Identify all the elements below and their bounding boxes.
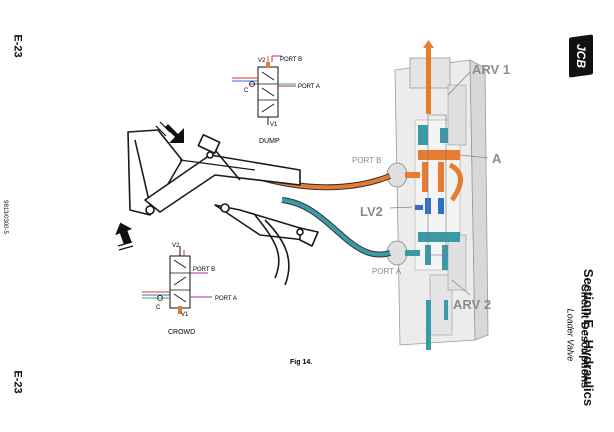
dump-c-label: C — [244, 88, 249, 94]
crowd-port-a-label: PORT A — [215, 296, 237, 302]
valve-port-a-label: PORT A — [372, 267, 402, 276]
lv2-label: LV2 — [360, 204, 383, 219]
figure-caption: Fig 14. — [290, 359, 312, 366]
arv2-label: ARV 2 — [453, 297, 491, 312]
crowd-v1-label: V1 — [181, 312, 189, 318]
crowd-title: CROWD — [168, 329, 195, 336]
dump-spool-schematic — [232, 55, 296, 125]
crowd-spool-schematic — [142, 246, 212, 314]
dump-port-b-label: PORT B — [280, 57, 302, 63]
crowd-v2-label: V2 — [172, 243, 180, 249]
dump-port-a-label: PORT A — [298, 84, 320, 90]
dump-v1-label: V1 — [270, 122, 278, 128]
dump-title: DUMP — [259, 138, 280, 145]
loader-valve-block — [386, 40, 489, 350]
loader-arm-illustration — [127, 129, 319, 286]
motion-arrow-dump — [155, 121, 184, 143]
dump-v2-label: V2 — [258, 58, 266, 64]
valve-a-label: A — [492, 151, 502, 166]
valve-port-b-label: PORT B — [352, 156, 382, 165]
motion-arrow-crowd — [115, 222, 134, 251]
crowd-port-b-label: PORT B — [193, 267, 215, 273]
crowd-c-label: C — [156, 305, 161, 311]
arv1-label: ARV 1 — [472, 62, 510, 77]
